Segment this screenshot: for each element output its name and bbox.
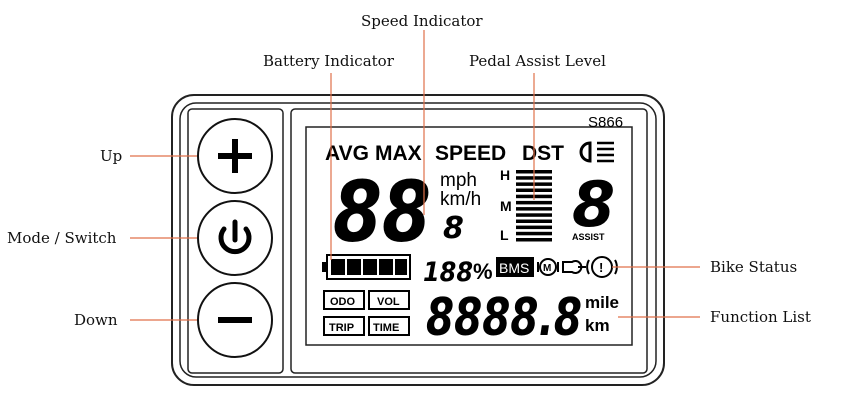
callout-battery-indicator: Battery Indicator [263, 52, 395, 70]
motor-icon-letter: M [543, 263, 551, 274]
bms-box [496, 257, 534, 277]
percent-sign: % [473, 259, 493, 284]
down-button[interactable] [197, 282, 273, 358]
assist-label: ASSIST [572, 232, 605, 242]
assist-bar [516, 225, 552, 230]
assist-digit: 8 [572, 168, 615, 241]
vol-label: VOL [377, 296, 400, 308]
model-label: S866 [588, 114, 623, 131]
small-digit: 8 [443, 211, 464, 246]
max-label: MAX [375, 142, 422, 165]
odo-label: ODO [330, 296, 356, 308]
trip-box [323, 316, 365, 336]
power-icon [218, 226, 252, 255]
vol-box [368, 290, 410, 310]
time-box [368, 316, 410, 336]
battery-percent-digits: 188 [423, 257, 473, 288]
assist-bar [516, 219, 552, 223]
unit-mph: mph [440, 170, 477, 191]
callout-pedal-assist-level: Pedal Assist Level [469, 52, 606, 70]
bms-label: BMS [499, 260, 529, 276]
unit-kmh: km/h [440, 189, 481, 210]
odometer-digits: 8888.8 [426, 288, 582, 348]
unit-mile: mile [585, 293, 619, 312]
battery-icon [322, 254, 411, 280]
assist-bar [516, 231, 552, 236]
mode-switch-button[interactable] [197, 200, 273, 276]
avg-label: AVG [325, 142, 369, 165]
assist-m-label: M [500, 198, 512, 214]
trip-label: TRIP [329, 322, 354, 334]
callout-speed-indicator: Speed Indicator [361, 12, 483, 30]
callout-function-list: Function List [710, 308, 811, 326]
speed-label: SPEED [435, 142, 506, 165]
assist-bar [516, 200, 552, 205]
dst-label: DST [522, 142, 564, 165]
assist-bar [516, 213, 552, 217]
speed-digits: 88 [333, 163, 431, 261]
warning-icon-letter: ! [599, 260, 603, 275]
callout-mode-switch: Mode / Switch [7, 229, 117, 247]
assist-bar [516, 238, 552, 242]
up-button[interactable] [197, 118, 273, 194]
callout-down: Down [74, 311, 118, 329]
assist-l-label: L [500, 227, 509, 243]
assist-h-label: H [500, 167, 510, 183]
headlight-icon [579, 141, 614, 163]
lcd-inner-area [305, 126, 633, 346]
callout-bike-status: Bike Status [710, 258, 797, 276]
assist-bar [516, 207, 552, 211]
odo-box [323, 290, 365, 310]
callout-up: Up [100, 147, 122, 165]
time-label: TIME [373, 322, 399, 334]
throttle-icon [562, 260, 586, 274]
motor-icon: M [537, 258, 559, 276]
unit-km: km [585, 316, 610, 335]
